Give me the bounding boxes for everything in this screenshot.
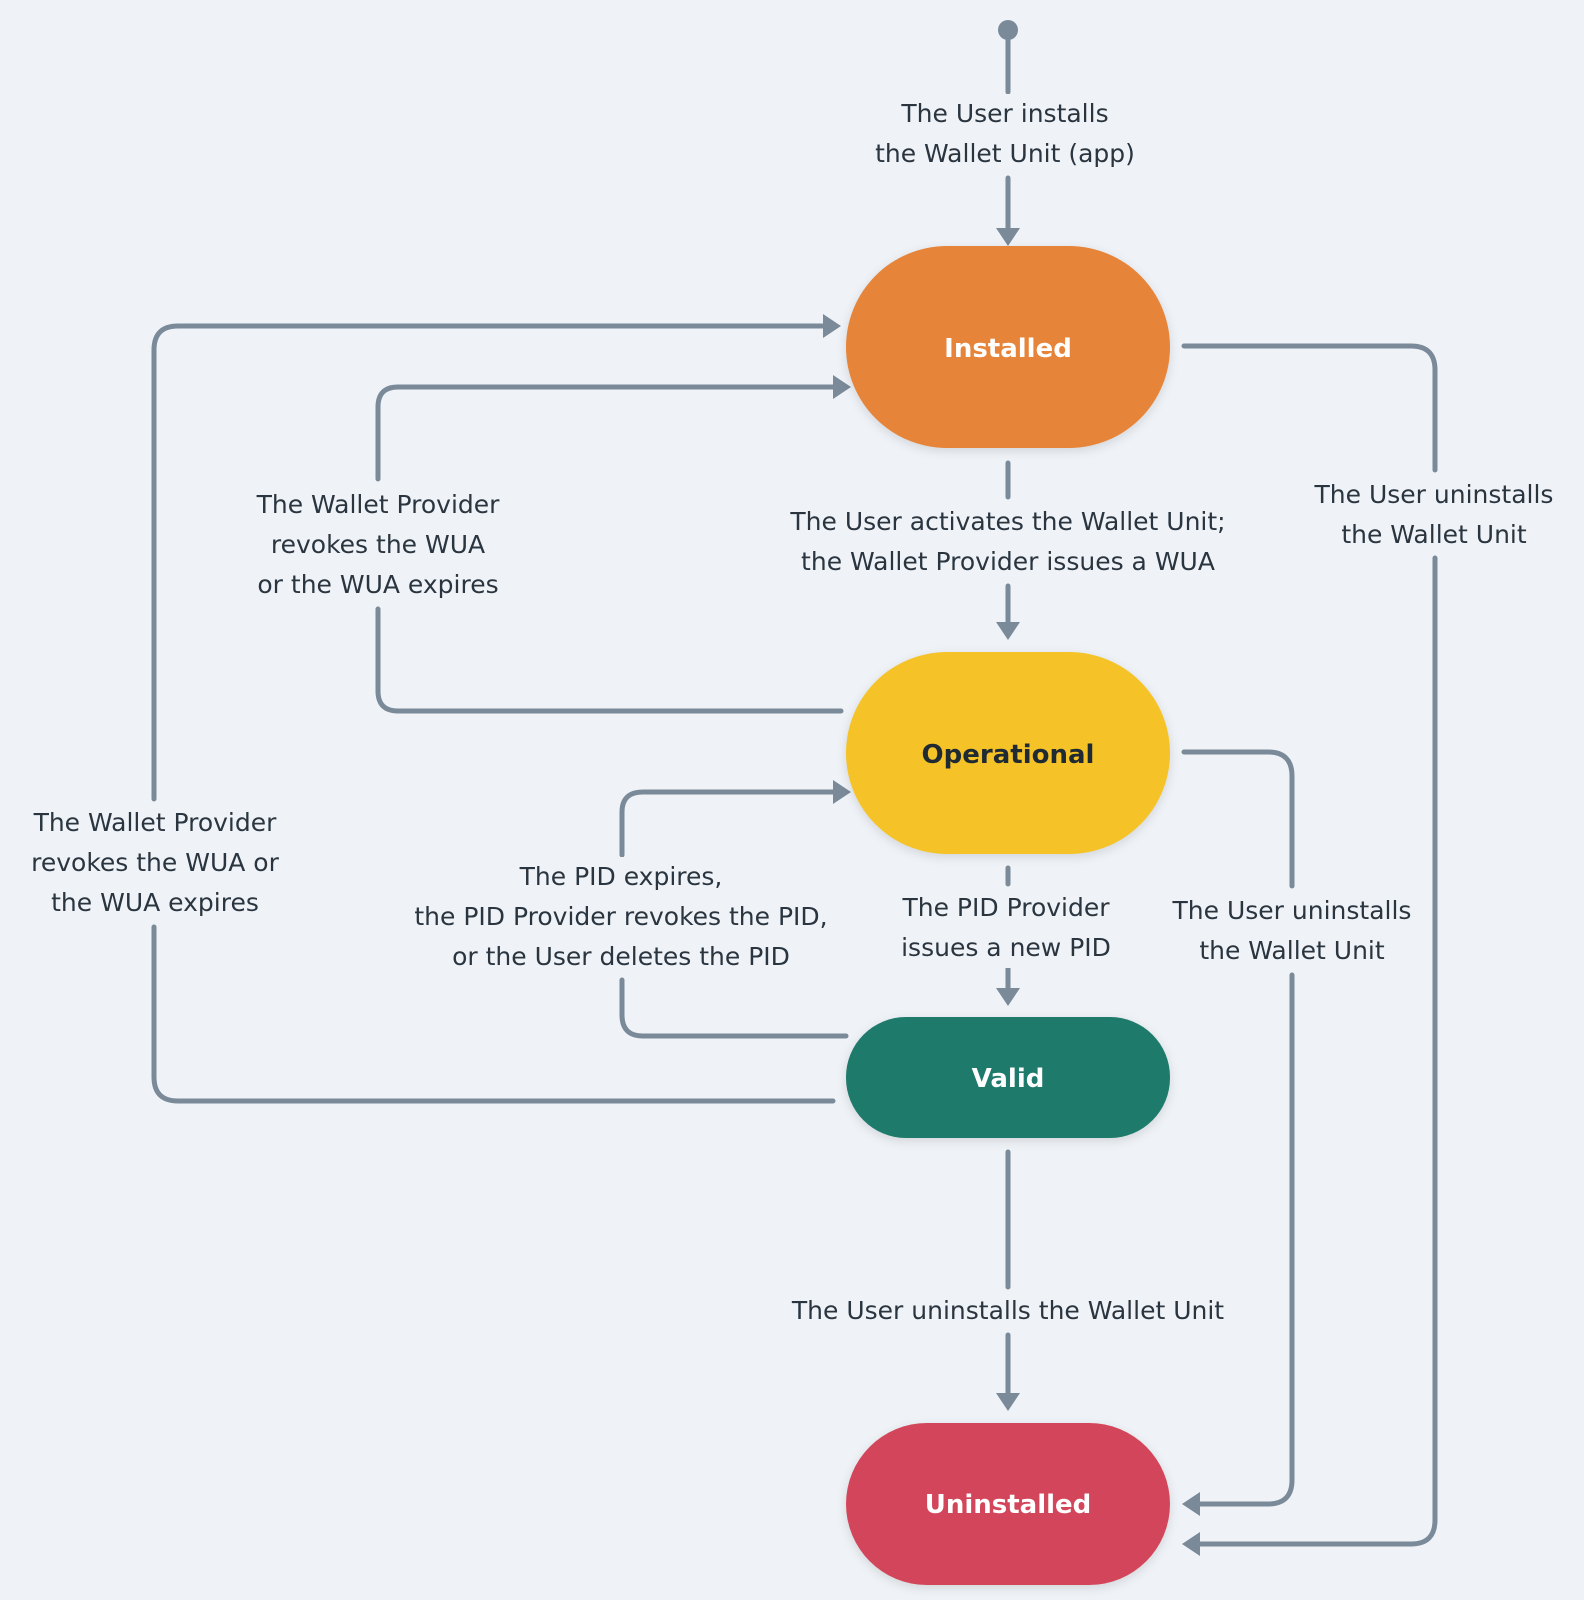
arrow-uninstall-from-valid bbox=[996, 1393, 1020, 1411]
arrow-uninstall-from-installed bbox=[1182, 1532, 1200, 1556]
label-activate: The User activates the Wallet Unit; the … bbox=[790, 502, 1226, 582]
label-pid-expires: The PID expires, the PID Provider revoke… bbox=[414, 857, 828, 977]
edge-uninstall-from-installed bbox=[1181, 343, 1438, 1547]
start-node bbox=[998, 20, 1018, 40]
state-valid-label: Valid bbox=[972, 1064, 1045, 1094]
arrow-revoke-wua-operational bbox=[833, 375, 851, 399]
arrow-activate bbox=[996, 622, 1020, 640]
edge-revoke-wua-valid bbox=[151, 323, 836, 1104]
arrow-install bbox=[996, 228, 1020, 246]
state-uninstalled-label: Uninstalled bbox=[925, 1490, 1092, 1520]
label-uninstall-from-operational: The User uninstalls the Wallet Unit bbox=[1172, 891, 1412, 971]
state-operational-shape bbox=[846, 652, 1170, 854]
label-revoke-wua-valid: The Wallet Provider revokes the WUA or t… bbox=[31, 803, 279, 923]
edge-pid-expires bbox=[619, 789, 849, 1039]
label-issue-pid: The PID Provider issues a new PID bbox=[901, 888, 1111, 968]
label-install: The User installs the Wallet Unit (app) bbox=[875, 94, 1135, 174]
state-installed-label: Installed bbox=[944, 334, 1072, 364]
edge-uninstall-from-operational bbox=[1181, 749, 1295, 1507]
arrow-pid-expires bbox=[833, 780, 851, 804]
state-installed: Installed bbox=[846, 246, 1170, 448]
arrow-revoke-wua-valid bbox=[823, 314, 841, 338]
label-uninstall-from-installed: The User uninstalls the Wallet Unit bbox=[1314, 475, 1554, 555]
arrow-uninstall-from-operational bbox=[1182, 1492, 1200, 1516]
arrow-issue-pid bbox=[996, 988, 1020, 1006]
label-uninstall-from-valid: The User uninstalls the Wallet Unit bbox=[791, 1291, 1225, 1331]
state-valid: Valid bbox=[846, 1017, 1170, 1138]
state-operational-label: Operational bbox=[922, 740, 1095, 770]
label-revoke-wua-operational: The Wallet Provider revokes the WUA or t… bbox=[256, 485, 500, 605]
state-installed-shape bbox=[846, 246, 1170, 448]
state-operational: Operational bbox=[846, 652, 1170, 854]
edge-revoke-wua-operational bbox=[375, 384, 844, 714]
state-uninstalled: Uninstalled bbox=[846, 1423, 1170, 1585]
state-uninstalled-shape bbox=[846, 1423, 1170, 1585]
state-valid-shape bbox=[846, 1017, 1170, 1138]
